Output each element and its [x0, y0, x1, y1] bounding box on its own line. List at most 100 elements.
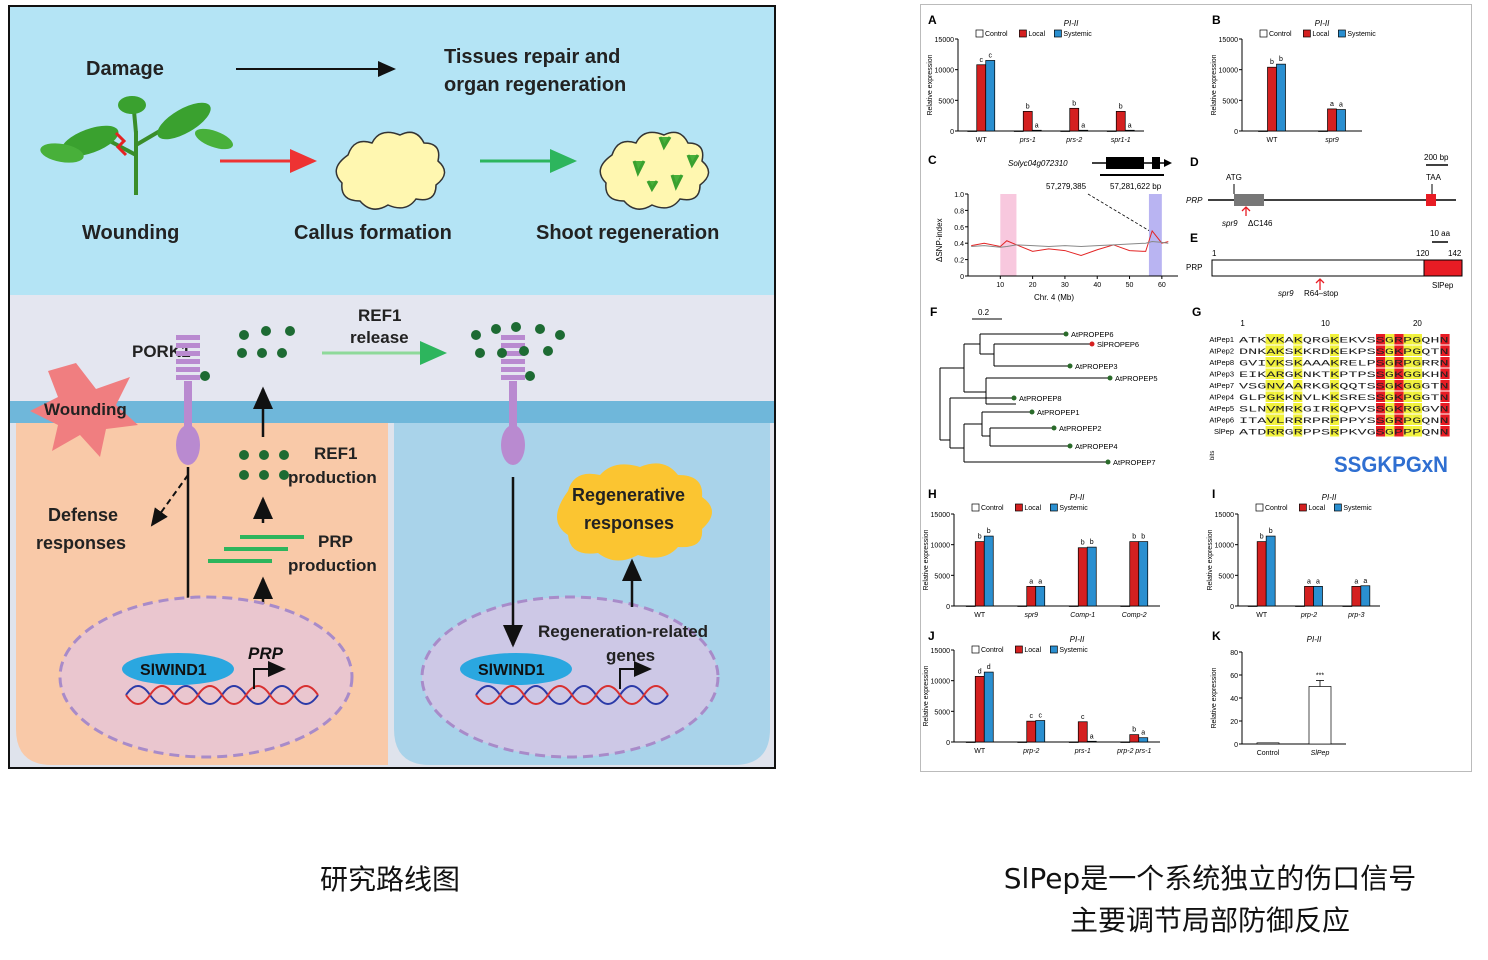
- label-defense-2: responses: [36, 533, 126, 553]
- panel-a-bar: [1060, 130, 1071, 132]
- panel-g-cell: [1265, 426, 1275, 437]
- panel-h-letter: H: [928, 487, 937, 501]
- panel-g-cell: [1320, 391, 1330, 402]
- panel-g-cell: [1311, 345, 1321, 356]
- panel-g-cell: [1311, 357, 1321, 368]
- panel-g-cell: [1247, 414, 1257, 425]
- panel-a-letter: A: [928, 13, 937, 27]
- panel-g-cell: [1293, 403, 1303, 414]
- panel-a-ylabel: Relative expression: [927, 54, 934, 115]
- panel-g-cell: [1339, 426, 1349, 437]
- panel-h-sig-letter: b: [1081, 540, 1085, 547]
- panel-j-bar: [1035, 720, 1046, 743]
- panel-g-cell: [1385, 414, 1395, 425]
- nucleus-right: [420, 595, 720, 759]
- panel-a-legend-swatch: [1054, 29, 1062, 38]
- panel-g-seq-name: AtPep7: [1209, 381, 1234, 390]
- panel-g-cell: [1412, 426, 1422, 437]
- panel-e-letter: E: [1190, 231, 1198, 245]
- panel-a-legend-label: Systemic: [1063, 31, 1092, 38]
- panel-g-cell: [1311, 380, 1321, 391]
- label-tissues-repair-1: Tissues repair and: [444, 46, 620, 68]
- panel-g-cell: [1412, 414, 1422, 425]
- panel-j-xtick: prs-1: [1074, 748, 1091, 755]
- panel-g-cell: [1274, 380, 1284, 391]
- panel-j-legend-swatch: [1015, 645, 1023, 654]
- panel-g-cell: [1256, 414, 1266, 425]
- panel-h-title: PI-II: [1070, 493, 1085, 502]
- panel-g-cell: [1440, 403, 1450, 414]
- panel-c-ytick: 1.0: [954, 192, 964, 199]
- panel-g-cell: [1330, 357, 1340, 368]
- panel-a-bar: [1078, 129, 1089, 132]
- panel-g-cell: [1412, 357, 1422, 368]
- panel-g-cell: [1348, 391, 1358, 402]
- panel-g-cell: [1330, 391, 1340, 402]
- panel-g-cell: [1256, 380, 1266, 391]
- panel-i-sig-letter: b: [1269, 528, 1273, 535]
- panel-g-cell: [1422, 380, 1432, 391]
- panel-b-legend-swatch: [1338, 29, 1346, 38]
- panel-c-highlight-pink: [1000, 194, 1017, 276]
- panel-g-cell: [1302, 426, 1312, 437]
- panel-k-letter: K: [1212, 629, 1221, 643]
- panel-g-cell: [1357, 380, 1367, 391]
- panel-g-cell: [1394, 334, 1404, 345]
- panel-g-cell: [1394, 357, 1404, 368]
- panel-j-xtick: prp-2 prs-1: [1116, 748, 1151, 755]
- panel-j-sig-letter: b: [1132, 727, 1136, 734]
- panel-g-cell: [1302, 414, 1312, 425]
- panel-f-leaf-dot: [1051, 425, 1057, 431]
- panel-k-ytick: 20: [1230, 719, 1238, 726]
- dna-helix-left: [125, 685, 319, 705]
- panel-g-cell: [1320, 426, 1330, 437]
- panel-i-sig-letter: a: [1316, 578, 1320, 585]
- panel-g-seq-name: AtPep3: [1209, 370, 1234, 379]
- panel-g-cell: [1247, 391, 1257, 402]
- panel-g-cell: [1339, 380, 1349, 391]
- panel-g-cell: [1394, 380, 1404, 391]
- panel-b-ytick: 10000: [1219, 68, 1239, 75]
- panel-g-cell: [1311, 391, 1321, 402]
- panel-j-sig-letter: d: [978, 668, 982, 675]
- panel-g-cell: [1330, 426, 1340, 437]
- panel-c-xtick: 10: [996, 282, 1004, 289]
- panel-g-cell: [1274, 357, 1284, 368]
- panel-e-mutation: R64–stop: [1304, 289, 1339, 298]
- panel-g-cell: [1385, 357, 1395, 368]
- panel-g-cell: [1394, 426, 1404, 437]
- panel-g-cell: [1284, 380, 1294, 391]
- panel-a-xtick: prs-1: [1019, 137, 1036, 144]
- panel-e-pos-120: 120: [1416, 249, 1430, 258]
- panel-i-legend-label: Control: [1265, 505, 1288, 512]
- panel-g-cell: [1293, 345, 1303, 356]
- panel-g-cell: [1238, 345, 1248, 356]
- panel-a-xtick: prs-2: [1065, 137, 1082, 144]
- label-regenerative-1: Regenerative: [572, 485, 685, 505]
- panel-i-title: PI-II: [1322, 493, 1337, 502]
- panel-j-xtick: prp-2: [1022, 748, 1039, 755]
- panel-g-cell: [1284, 334, 1294, 345]
- panel-g-cell: [1339, 391, 1349, 402]
- panel-g-tick: 20: [1413, 319, 1422, 328]
- panel-g-cell: [1357, 334, 1367, 345]
- panel-g-cell: [1348, 380, 1358, 391]
- panel-g-cell: [1422, 345, 1432, 356]
- panel-b-legend-swatch: [1303, 29, 1311, 38]
- label-tissues-repair-2: organ regeneration: [444, 74, 626, 96]
- panel-g-cell: [1412, 403, 1422, 414]
- panel-i-sig-letter: b: [1260, 534, 1264, 541]
- panel-j-legend-swatch: [971, 645, 980, 654]
- panel-j-legend-label: Control: [981, 647, 1004, 654]
- panel-k-bar: [1308, 686, 1332, 745]
- label-ref1-release-2: release: [350, 328, 409, 347]
- panel-d-gene-structure: D 200 bp ATG TAA PRP spr9 ΔC146: [1186, 153, 1456, 228]
- panel-g-cell: [1302, 380, 1312, 391]
- panel-f-leaf-dot: [1107, 375, 1113, 381]
- panel-g-cell: [1412, 391, 1422, 402]
- panel-g-cell: [1422, 403, 1432, 414]
- label-wounding-star: Wounding: [44, 400, 127, 419]
- panel-g-cell: [1265, 345, 1275, 356]
